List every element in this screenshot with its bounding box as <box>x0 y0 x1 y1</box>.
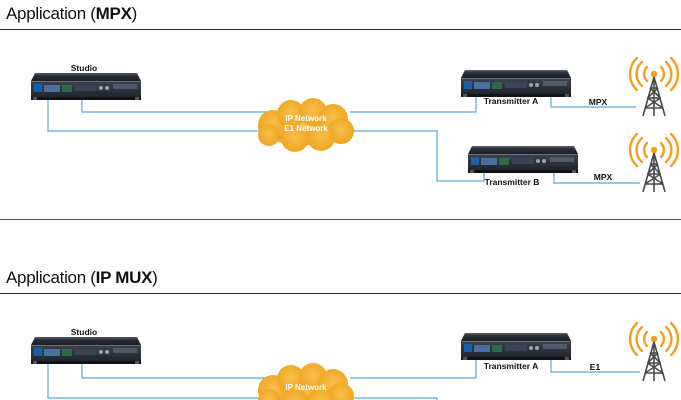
studio-label: Studio <box>71 327 97 337</box>
link-network-to-tx-b <box>348 397 438 400</box>
link-tx-b-to-tower <box>553 172 640 184</box>
transmitter-a-device-mpx <box>461 70 571 97</box>
section-title-ip-mux: Application (IP MUX) <box>6 268 158 288</box>
link-studio-to-network-a <box>81 360 270 379</box>
title-close-paren: ) <box>152 268 158 287</box>
title-open-paren: ( <box>90 4 96 23</box>
studio-device-ip-mux <box>31 337 141 364</box>
link-studio-to-network-b <box>47 96 268 132</box>
section-title-mpx: Application (MPX) <box>6 4 137 24</box>
title-open-paren: ( <box>90 268 96 287</box>
links-ip-mux <box>47 360 640 400</box>
title-mode: MPX <box>95 4 132 23</box>
title-mode: IP MUX <box>95 268 153 287</box>
link-a-label: E1 <box>590 362 601 372</box>
link-b-label: MPX <box>594 172 613 182</box>
title-close-paren: ) <box>131 4 138 23</box>
links-mpx <box>47 96 640 184</box>
antenna-tower-icon <box>628 56 680 118</box>
link-a-label: MPX <box>589 97 608 107</box>
title-prefix: Application <box>6 4 91 23</box>
network-label-line1: IP Network <box>285 114 327 123</box>
transmitter-a-device-ip-mux <box>461 333 571 360</box>
section-divider-top <box>0 29 681 30</box>
title-prefix: Application <box>6 268 91 287</box>
network-label-line1: IP Network <box>285 383 327 392</box>
transmitter-a-label: Transmitter A <box>484 96 538 106</box>
transmitter-b-label: Transmitter B <box>485 177 540 187</box>
studio-label: Studio <box>71 63 97 73</box>
link-network-to-tx-a <box>350 360 477 379</box>
link-studio-to-network-b <box>47 360 268 399</box>
network-label-line2: E1 Network <box>284 124 328 133</box>
network-cloud-ip-mux <box>258 363 354 400</box>
link-network-to-tx-a <box>350 96 477 113</box>
link-tx-a-to-tower <box>550 360 640 373</box>
transmitter-b-device-mpx <box>468 146 578 173</box>
link-tx-a-to-tower <box>550 96 636 108</box>
link-studio-to-network-a <box>81 96 270 113</box>
transmitter-a-label: Transmitter A <box>484 361 538 371</box>
studio-device-mpx <box>31 73 141 100</box>
link-network-to-tx-b <box>348 130 485 182</box>
section-divider-bottom <box>0 293 681 294</box>
section-divider-middle <box>0 219 681 220</box>
